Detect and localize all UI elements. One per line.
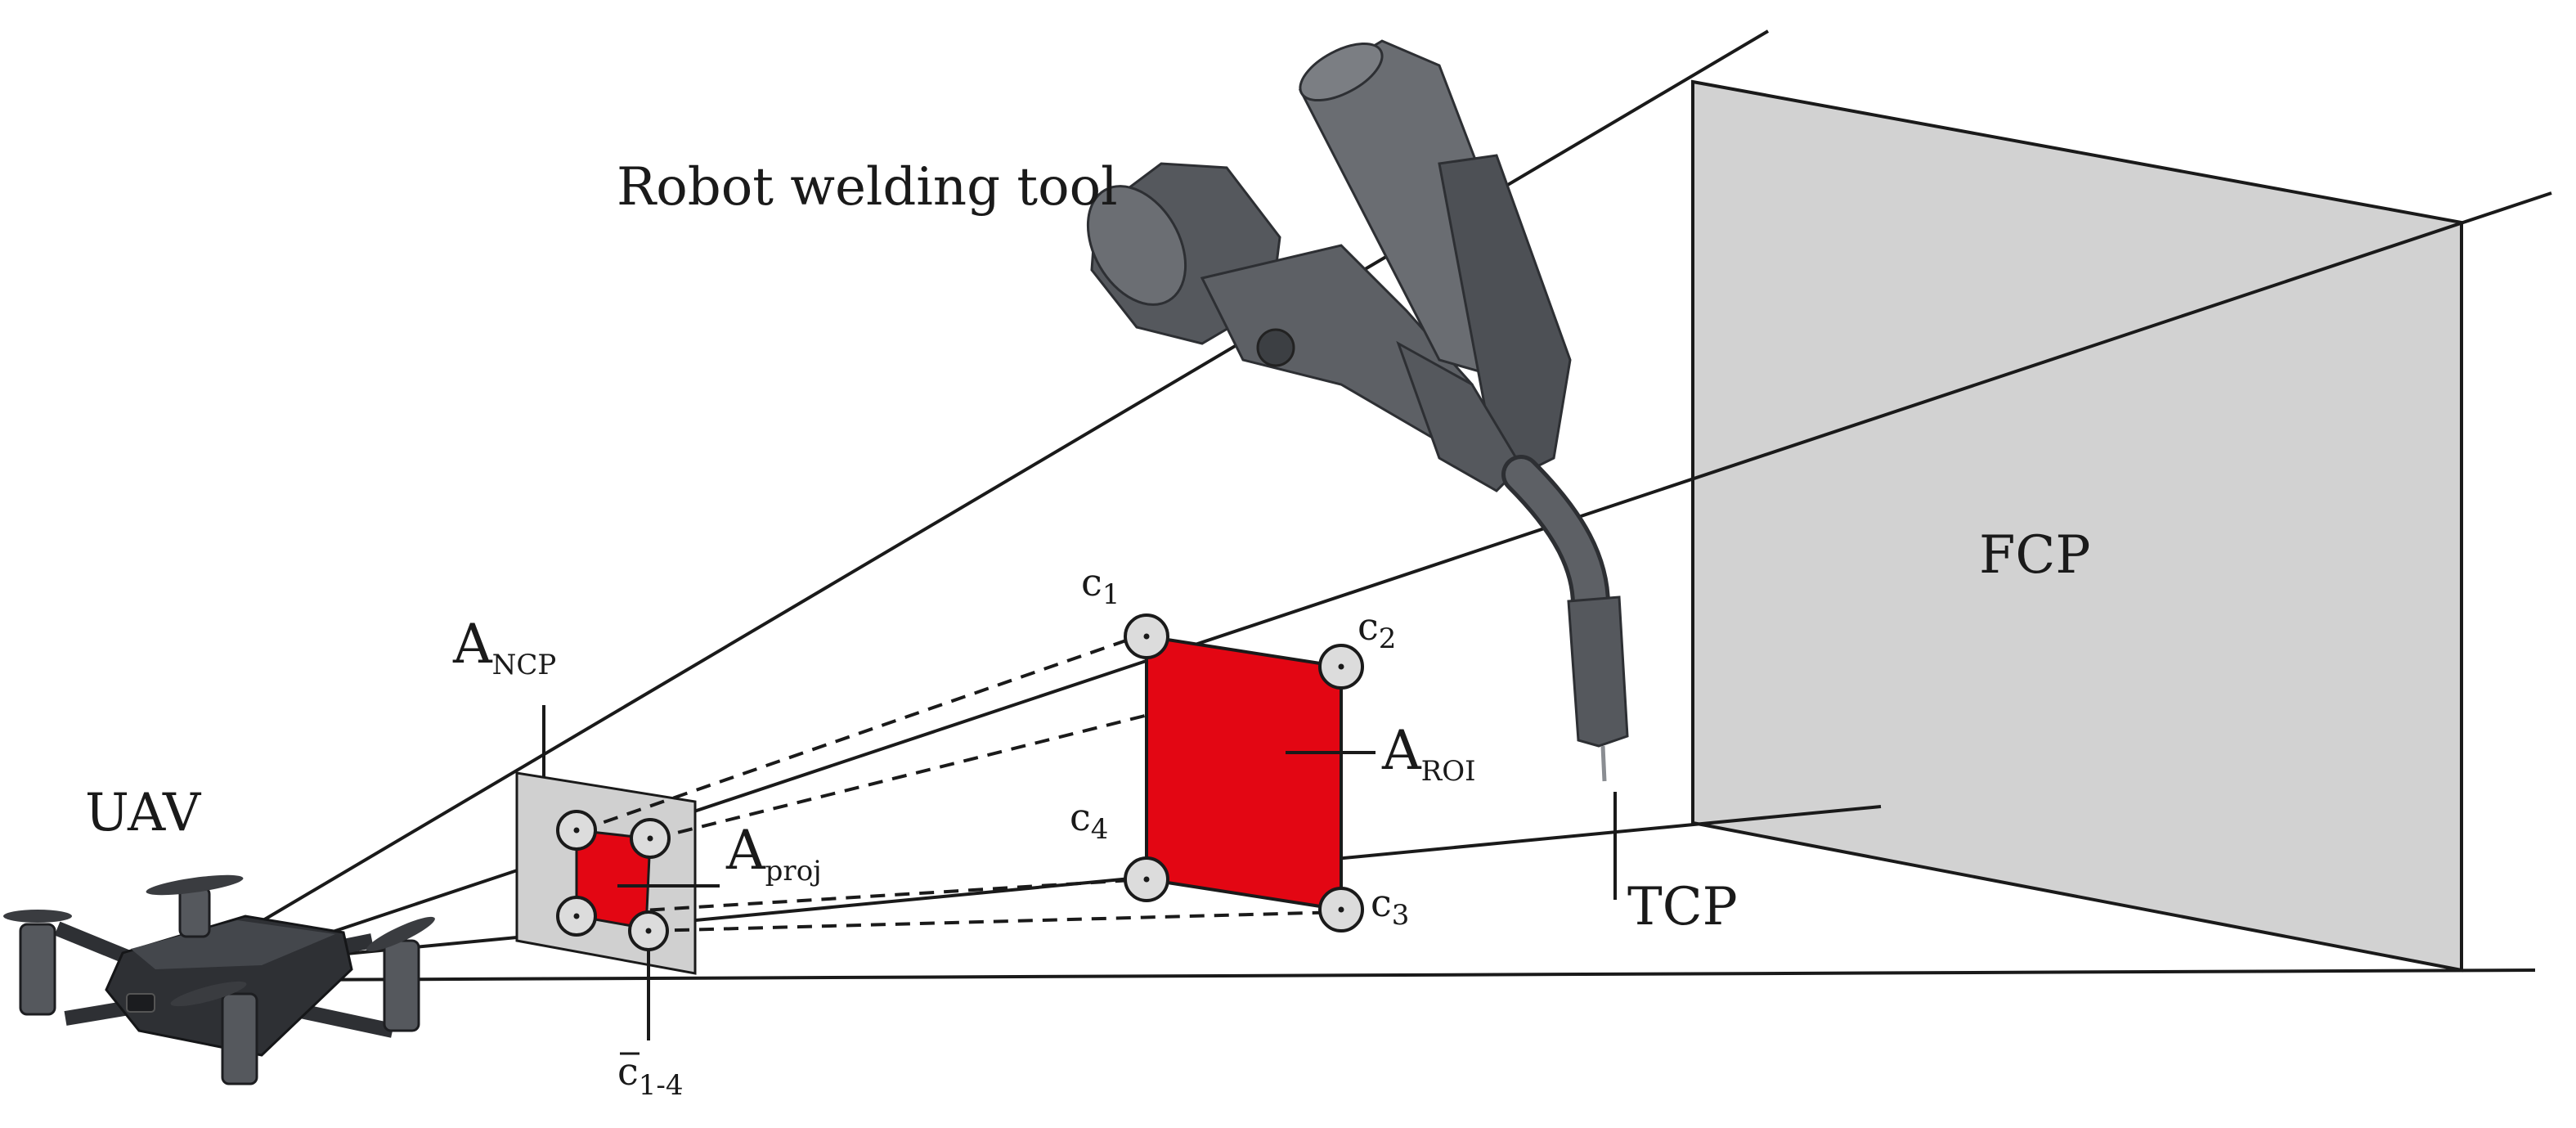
- projected-corner-markers: [556, 810, 671, 951]
- roi-corner-markers: [1124, 613, 1364, 933]
- robot-welding-tool: [1086, 39, 1629, 782]
- a-ncp-label: ANCP: [452, 613, 556, 681]
- c4-label: c4: [1070, 795, 1108, 846]
- uav-drone: [3, 874, 435, 1085]
- leader-lines: [542, 705, 1617, 1040]
- c-bar-label: c1-4: [617, 1049, 684, 1102]
- svg-text:c1-4: c1-4: [617, 1049, 684, 1102]
- c2-label: c2: [1358, 604, 1396, 655]
- tcp-label: TCP: [1627, 877, 1738, 937]
- robot-tool-label: Robot welding tool: [617, 157, 1118, 218]
- region-of-interest: [1145, 634, 1343, 912]
- uav-label: UAV: [85, 783, 202, 843]
- a-proj-label: Aproj: [725, 819, 822, 888]
- c1-label: c1: [1081, 560, 1120, 611]
- fcp-label: FCP: [1979, 525, 2090, 586]
- c3-label: c3: [1371, 881, 1409, 932]
- a-roi-label: AROI: [1381, 719, 1476, 788]
